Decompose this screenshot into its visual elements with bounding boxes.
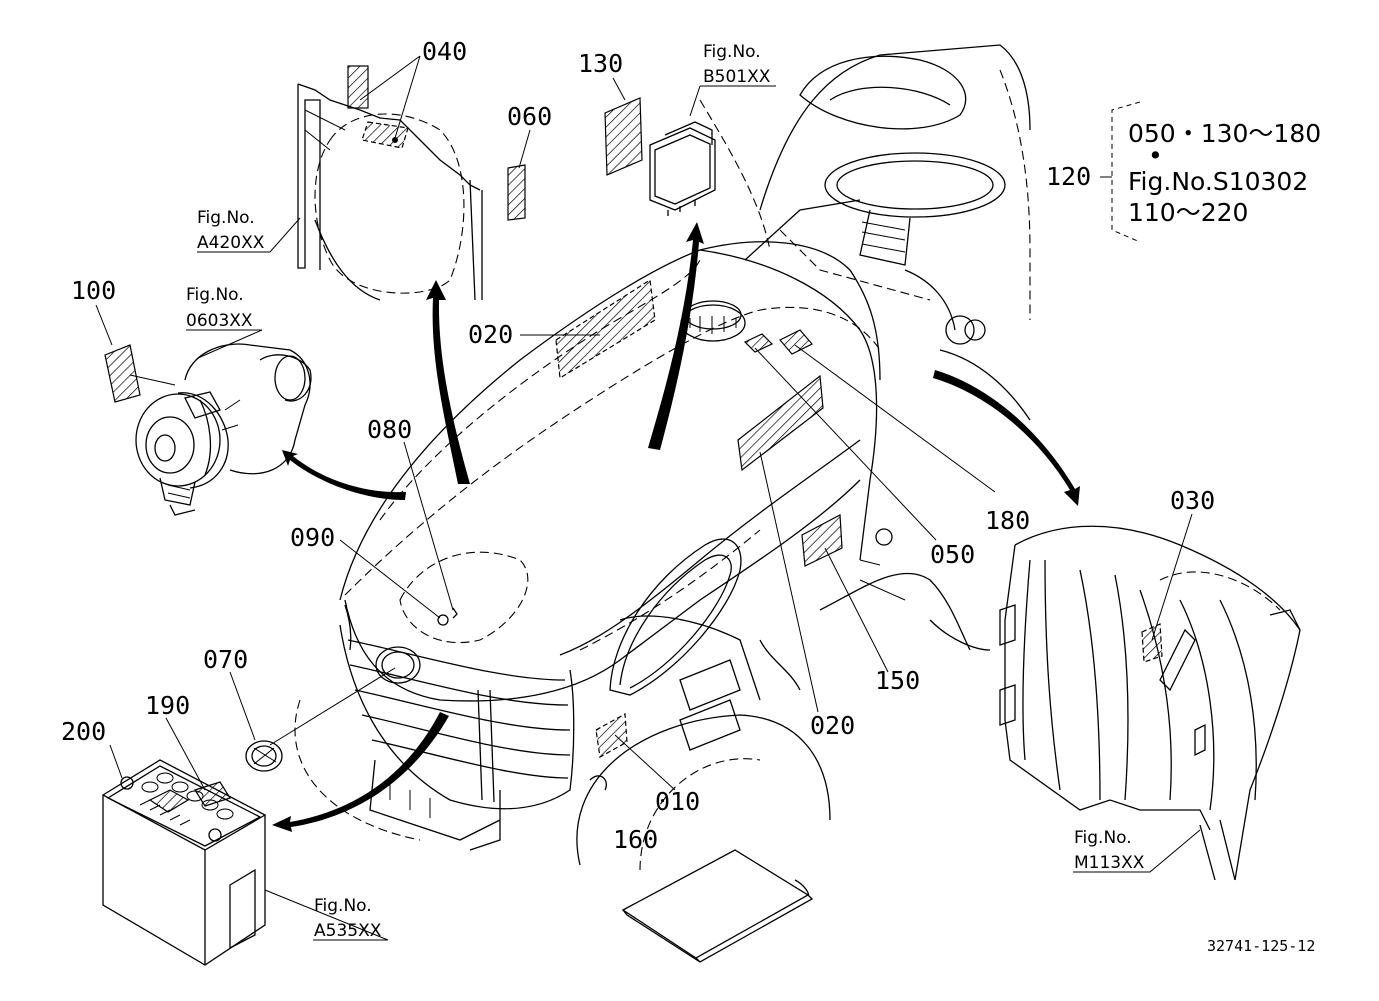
callout-200: 200 [61,717,106,746]
callout-100: 100 [71,276,116,305]
leader-lines [95,55,1201,941]
front-wheel-axle [294,528,991,871]
group-120-line2: Fig.No.S10302 [1128,167,1308,196]
decal-150 [801,514,843,567]
callout-160: 160 [613,825,658,854]
callout-labels: 040 060 130 100 020 080 090 070 190 200 … [61,37,1215,854]
fig-ref-m113-code: M113XX [1074,853,1145,873]
decal-020-lower [737,374,824,472]
part-090 [437,614,449,626]
callout-090: 090 [290,523,335,552]
cab-panel-part [649,121,716,216]
decal-180 [779,329,813,355]
callout-010: 010 [655,787,700,816]
callout-020-upper: 020 [468,320,513,349]
decal-020-upper [555,278,656,380]
fig-ref-a420-code: A420XX [197,233,265,253]
fig-ref-m113-label: Fig.No. [1074,828,1132,848]
callout-030: 030 [1170,486,1215,515]
assembly-arrows [272,222,1080,832]
callout-050: 050 [930,540,975,569]
figure-references: Fig.No. A420XX Fig.No. B501XX Fig.No. 06… [186,42,1145,941]
callout-180: 180 [985,506,1030,535]
callout-130: 130 [578,49,623,78]
battery [101,759,267,966]
group-120-line1: 050・130～180 [1128,119,1321,148]
decal-060 [507,164,526,221]
part-080 [452,607,458,619]
front-grille [339,624,575,851]
fig-ref-0603-code: 0603XX [186,311,253,331]
fig-ref-a535-label: Fig.No. [314,896,372,916]
callout-040: 040 [422,37,467,66]
decal-050 [743,333,774,353]
fig-ref-0603-label: Fig.No. [186,285,244,305]
decal-130 [604,97,643,176]
callout-080: 080 [367,415,412,444]
operator-manual [621,849,814,963]
group-120-line3: 110～220 [1128,198,1248,227]
fig-ref-a535-code: A535XX [314,921,382,941]
callout-020-lower: 020 [810,711,855,740]
group-120-list: 050・130～180 • Fig.No.S10302 110～220 [1128,119,1321,227]
cab-steering-outline [699,44,1031,421]
part-070 [245,740,283,772]
fig-ref-a420-label: Fig.No. [197,208,255,228]
radiator-shroud [297,83,483,301]
callout-070: 070 [203,645,248,674]
callout-190: 190 [145,691,190,720]
group-120-bullet: • [1148,141,1163,170]
fig-ref-b501-code: B501XX [703,67,771,87]
callout-150: 150 [875,666,920,695]
fig-ref-b501-label: Fig.No. [703,42,761,62]
decal-040 [347,65,369,109]
drawing-number: 32741-125-12 [1207,937,1315,955]
air-cleaner [135,343,312,516]
decal-010 [595,713,628,758]
decal-100 [104,344,141,403]
callout-120: 120 [1046,162,1091,191]
side-panel [999,525,1301,881]
callout-060: 060 [507,102,552,131]
